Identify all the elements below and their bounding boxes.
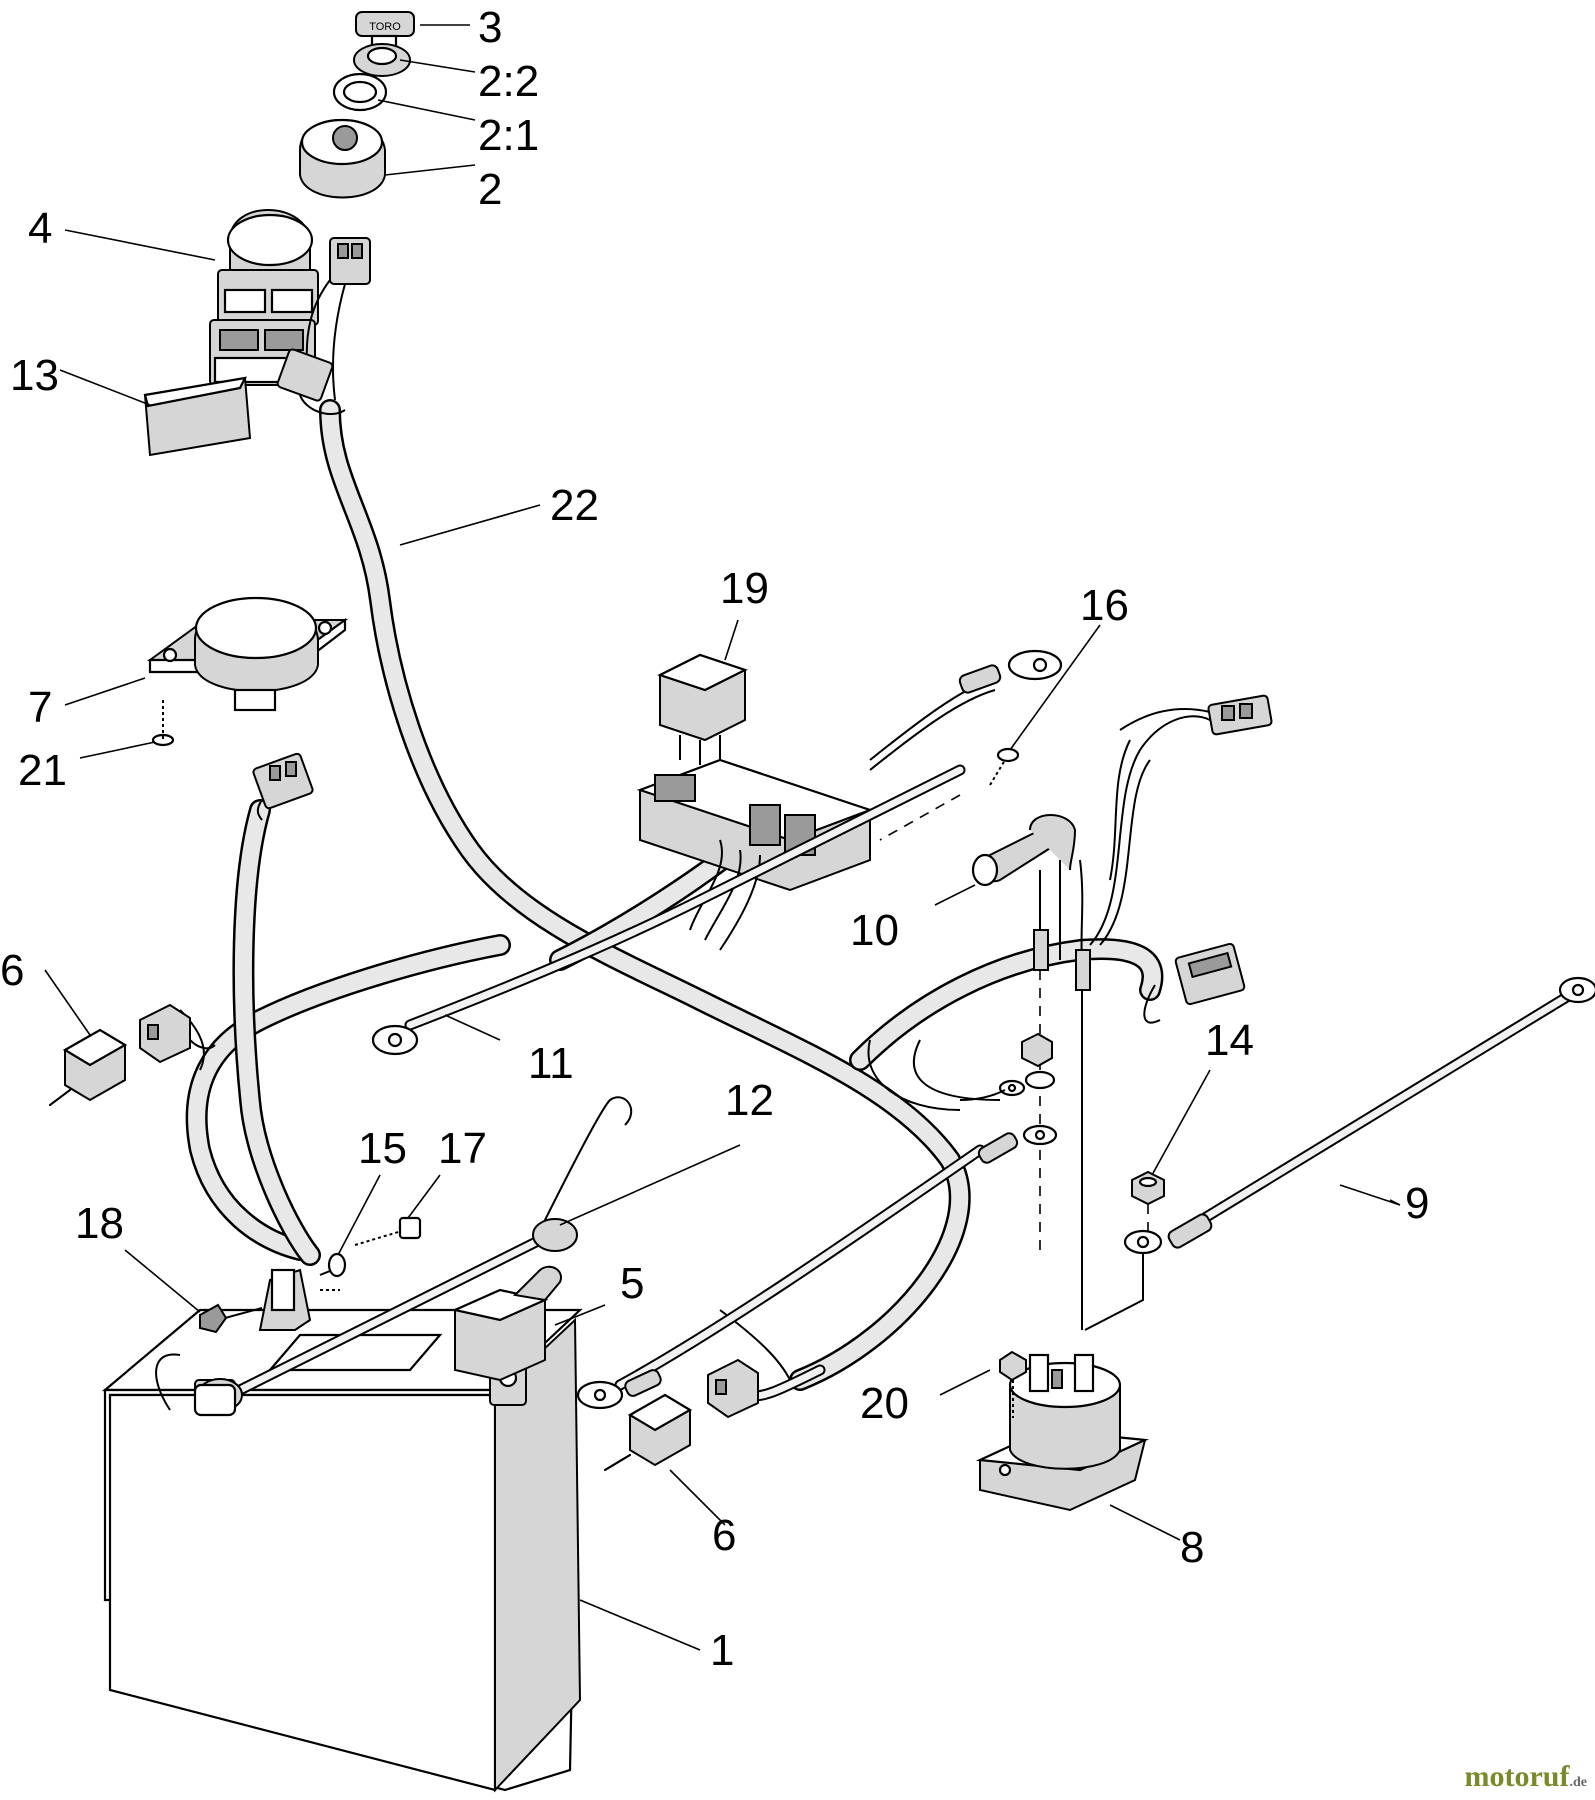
switch-cover [143,376,252,457]
callout-7: 7 [28,683,52,732]
terminal-boot [971,814,1077,887]
cable-11 [371,764,966,1056]
callout-17: 17 [438,1124,487,1173]
callout-10: 10 [850,906,899,955]
connector-upper-right [1109,694,1273,881]
callout-2: 2 [478,165,502,214]
switch-plug-right [707,1358,759,1419]
callout-14: 14 [1205,1016,1254,1065]
callout-15: 15 [358,1124,407,1173]
negative-cable [1084,976,1595,1331]
callout-22: 22 [550,481,599,530]
callout-5: 5 [620,1259,644,1308]
callout-4: 4 [28,204,52,253]
watermark-logo: motoruf.de [1465,1760,1587,1794]
ignition-washer [332,72,388,112]
bolt-20 [999,1350,1027,1418]
nut-14 [1131,1170,1165,1232]
callout-13: 13 [10,351,59,400]
switch-plug-left [139,1003,216,1064]
key-label: TORO [369,21,401,33]
interlock-switch-left [49,1028,128,1106]
watermark-brand: motoruf [1464,1760,1570,1793]
pto-connector [276,237,371,415]
callout-1: 1 [710,1626,734,1675]
callout-16: 16 [1080,581,1129,630]
solenoid-leads [1033,859,1091,1330]
interlock-switch-right [604,1393,693,1471]
terminal-clamp [199,1216,422,1334]
callout-12: 12 [725,1076,774,1125]
callout-2-1: 2:1 [478,111,539,160]
callout-21: 21 [18,746,67,795]
callout-labels: 3 2:2 2:1 2 4 13 22 19 16 7 21 10 6 11 1… [0,3,1429,1675]
callout-2-2: 2:2 [478,57,539,106]
ignition-switch [299,118,386,199]
fuse-block [636,758,874,951]
starter-cable [576,1132,1019,1410]
callout-9: 9 [1405,1179,1429,1228]
callout-8: 8 [1180,1523,1204,1572]
meter-screw [151,700,175,747]
connector-right [1143,942,1246,1024]
callout-20: 20 [860,1379,909,1428]
leader-lines [44,24,1401,1651]
meter-connector [252,752,314,821]
callout-11: 11 [528,1039,574,1088]
battery-hold-down [155,1096,633,1417]
screw-16 [879,747,1020,841]
hour-meter [146,596,349,712]
relay [657,653,748,765]
callout-3: 3 [478,3,502,52]
ring-terminal-upper [869,649,1063,771]
wire-harness [179,399,1211,1391]
connector-plug-5 [451,1265,562,1382]
callout-6-right: 6 [712,1511,736,1560]
starter-solenoid [975,1353,1150,1512]
callout-6-left: 6 [0,946,24,995]
ignition-nut [353,43,411,77]
callout-18: 18 [75,1199,124,1248]
watermark-suffix: .de [1569,1775,1588,1790]
battery [101,1308,583,1793]
solenoid-hardware [959,1032,1058,1146]
callout-19: 19 [720,564,769,613]
